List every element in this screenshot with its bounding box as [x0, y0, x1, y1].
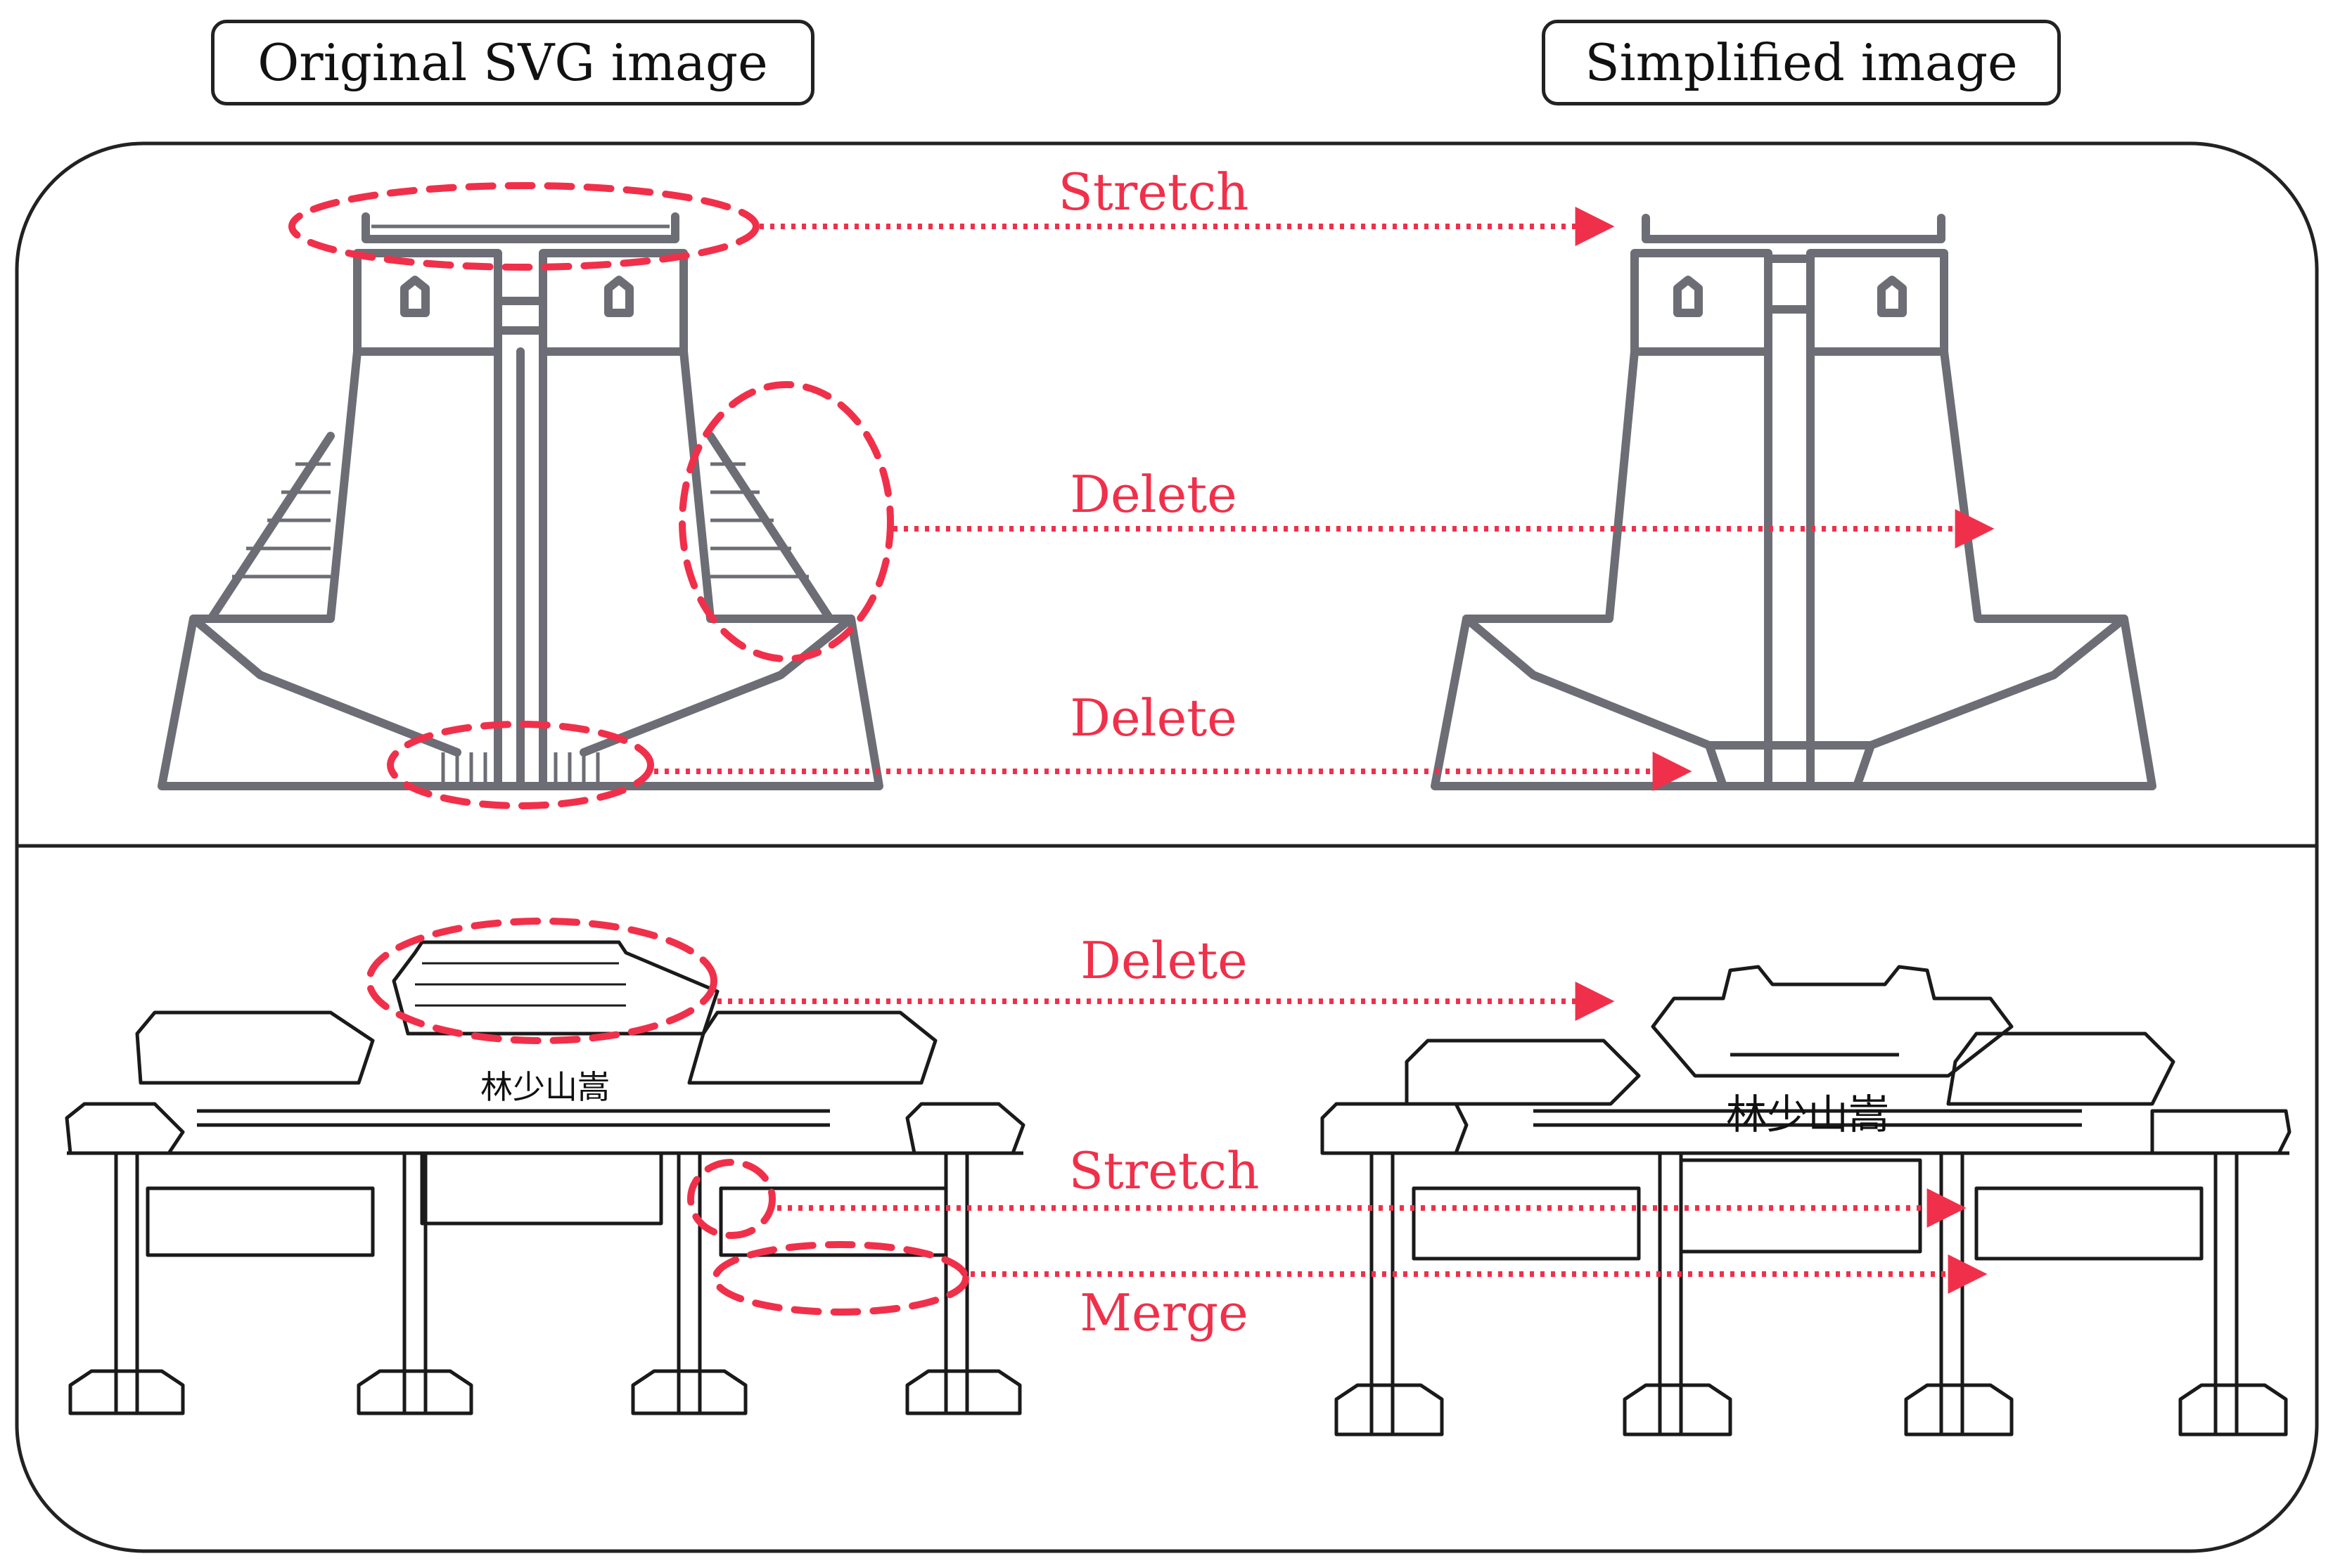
highlight-right-stairs [679, 381, 894, 662]
label-delete-top-1: Delete [1070, 465, 1237, 524]
original-image-header: Original SVG image [211, 20, 814, 105]
simplified-tower [1431, 214, 2156, 790]
highlight-right-brackets [712, 1241, 969, 1316]
label-stretch-top: Stretch [1059, 162, 1249, 221]
simplified-image-header: Simplified image [1542, 20, 2061, 105]
highlight-central-roof [366, 918, 717, 1044]
label-merge-bottom: Merge [1080, 1283, 1248, 1342]
label-stretch-bottom: Stretch [1069, 1141, 1260, 1200]
original-tower [158, 212, 883, 790]
highlight-roofline [288, 182, 760, 271]
label-delete-bottom: Delete [1080, 931, 1248, 990]
simplified-gate: 林少山嵩 [1320, 965, 2292, 1437]
highlight-base-gate [387, 721, 654, 809]
original-gate: 林少山嵩 [65, 940, 1025, 1415]
highlight-right-beam-corner [687, 1159, 776, 1239]
label-delete-top-2: Delete [1070, 688, 1237, 747]
simplified-gate-inscription: 林少山嵩 [1726, 1091, 1889, 1138]
original-gate-inscription: 林少山嵩 [480, 1068, 610, 1106]
